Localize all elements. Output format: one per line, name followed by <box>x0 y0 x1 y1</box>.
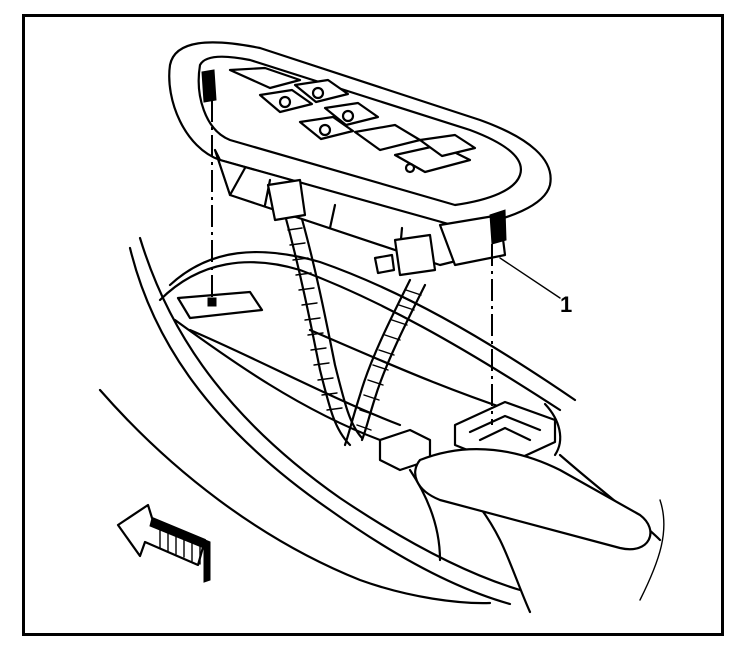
callout-1-label: 1 <box>560 292 573 317</box>
callout-1-leader <box>499 257 561 299</box>
connector-block <box>378 428 652 551</box>
figure-frame <box>22 14 724 636</box>
window-switch-assembly <box>168 41 552 277</box>
mounting-pocket-left <box>176 290 264 320</box>
alignment-lines <box>211 100 493 425</box>
wiring-harness <box>283 210 427 447</box>
direction-arrow-icon <box>116 503 211 583</box>
